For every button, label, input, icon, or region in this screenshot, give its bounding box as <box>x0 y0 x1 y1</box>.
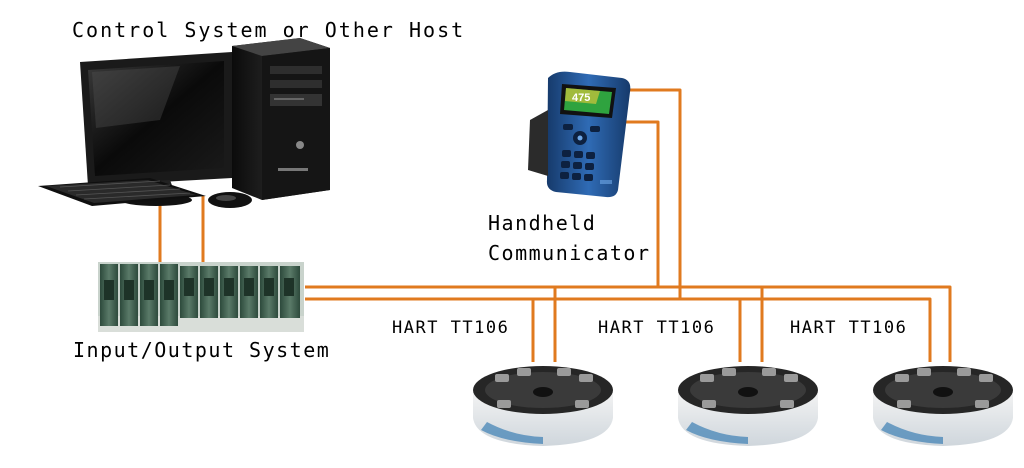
temperature-transmitter-icon <box>873 366 1013 446</box>
transmitter-label: HART TT106 <box>392 318 510 338</box>
temperature-transmitter-icon <box>473 366 613 446</box>
control-system-label: Control System or Other Host <box>72 18 466 42</box>
wiring <box>158 88 952 362</box>
wire-handheld-1 <box>620 88 682 299</box>
wire-handheld-2 <box>620 120 660 287</box>
desktop-computer-icon <box>38 38 330 208</box>
io-rack-icon <box>98 262 304 332</box>
transmitter-label: HART TT106 <box>598 318 716 338</box>
io-system-label: Input/Output System <box>73 338 331 362</box>
handheld-communicator-label: Handheld Communicator <box>488 208 651 268</box>
wire-bus-lower <box>305 297 932 362</box>
handheld-screen-text: 475 <box>572 92 590 104</box>
temperature-transmitter-icon <box>678 366 818 446</box>
transmitter-label: HART TT106 <box>790 318 908 338</box>
handheld-label-line1: Handheld <box>488 211 597 235</box>
handheld-communicator-icon: 475 <box>528 71 631 198</box>
handheld-label-line2: Communicator <box>488 241 651 265</box>
wire-bus-upper <box>305 285 952 362</box>
